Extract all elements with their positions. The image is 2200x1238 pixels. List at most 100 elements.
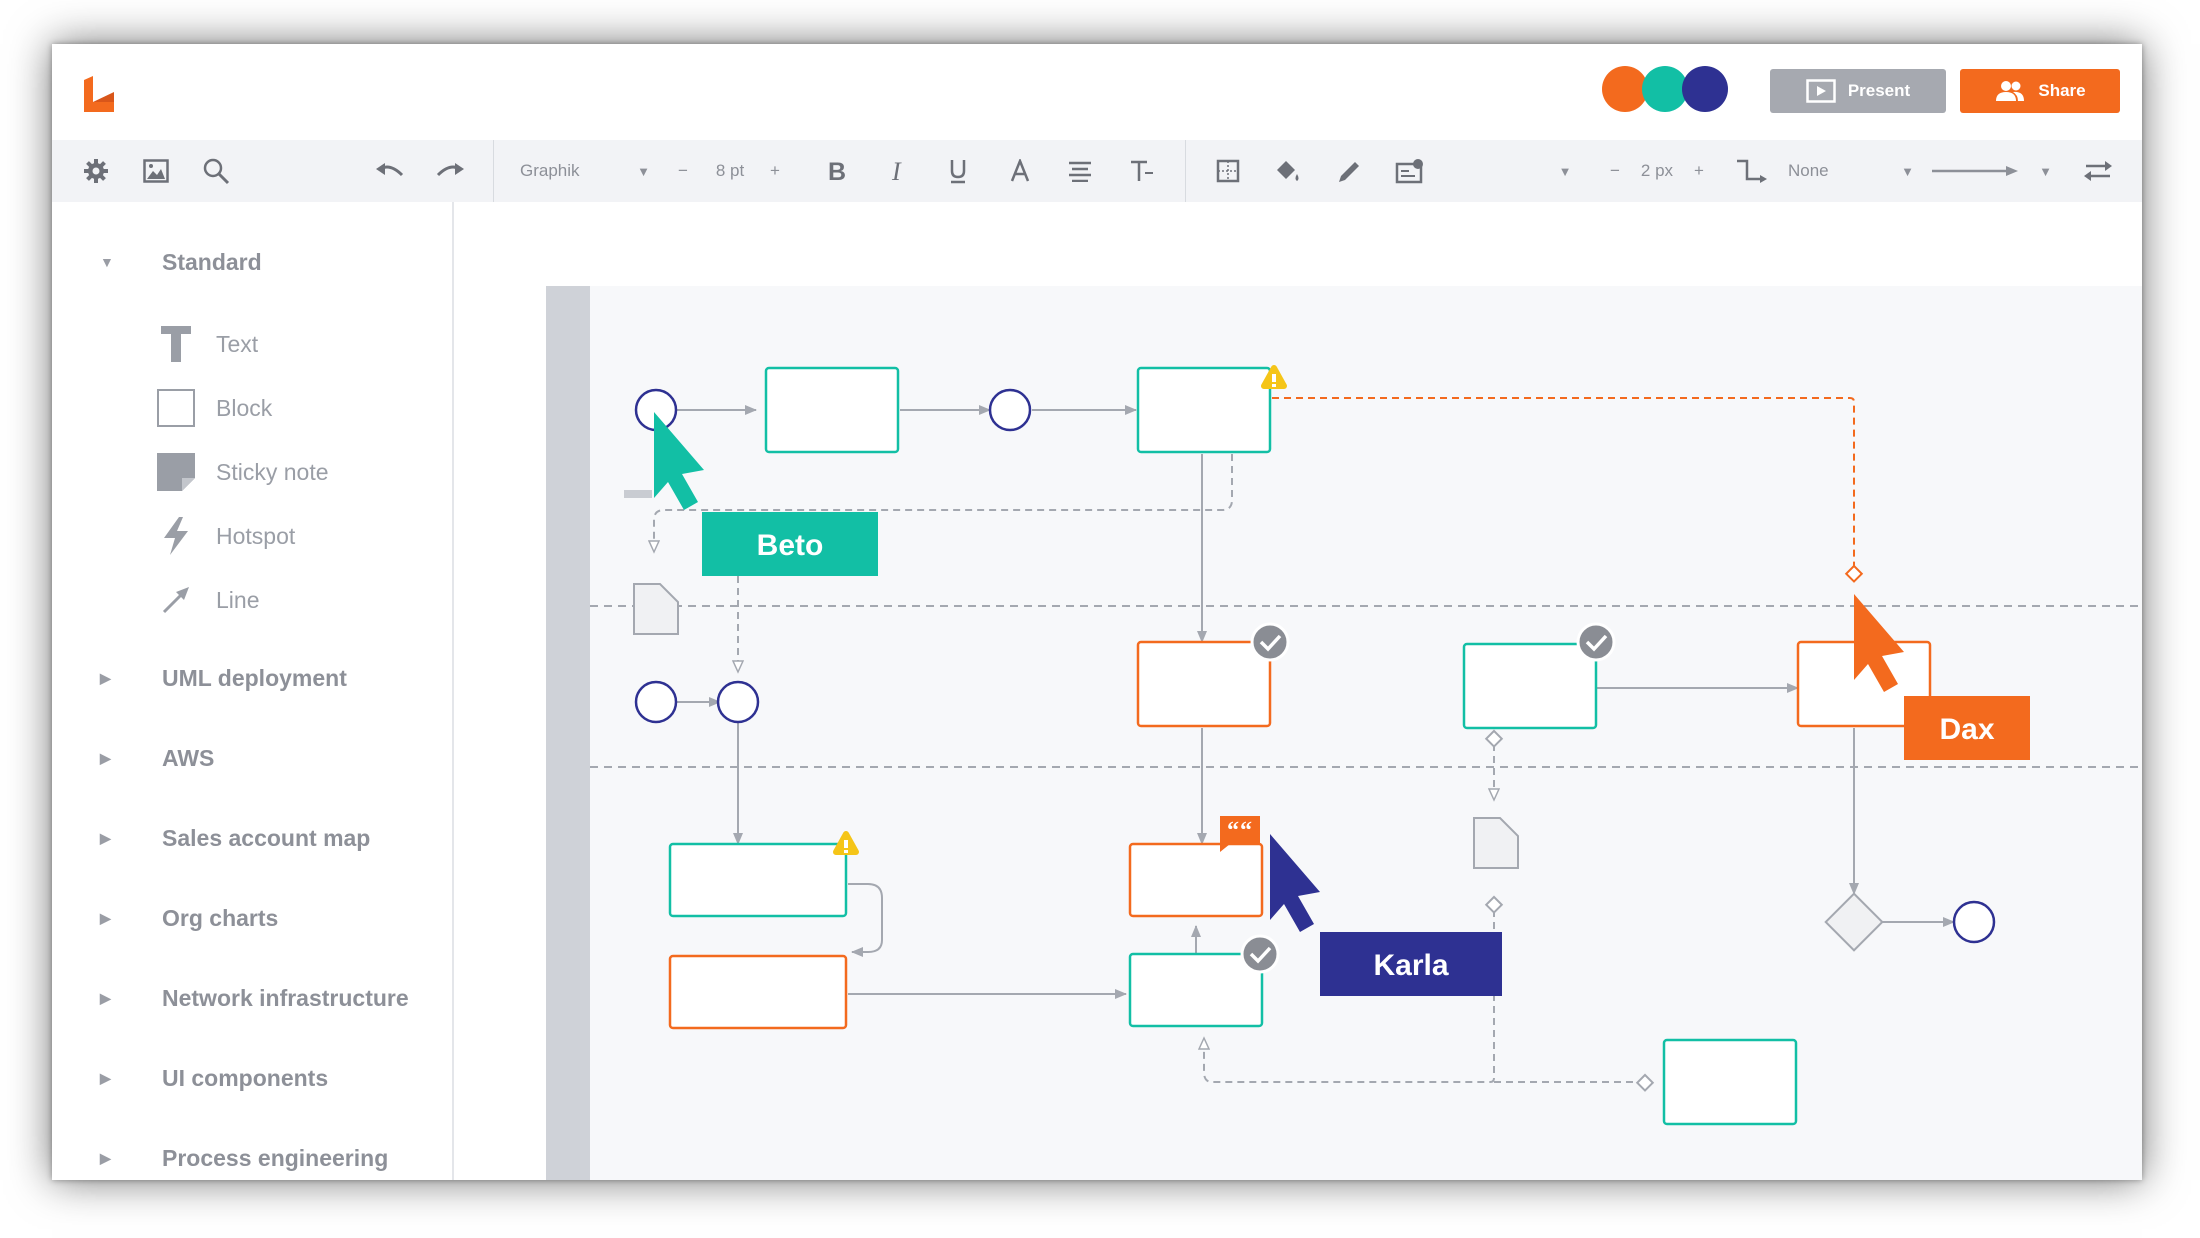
swap-button[interactable] — [2078, 140, 2118, 202]
gear-icon — [84, 159, 108, 183]
present-label: Present — [1847, 81, 1911, 100]
font-size-decrease[interactable]: − — [678, 161, 688, 180]
category-standard[interactable]: ▼ Standard — [100, 248, 262, 275]
connector[interactable] — [848, 883, 883, 957]
category-ui-components[interactable]: ▶UI components — [100, 1064, 329, 1091]
dashed-connector-orange[interactable] — [1272, 397, 1855, 568]
swap-icon — [2084, 161, 2112, 181]
chevron-down-icon: ▼ — [2039, 163, 2052, 179]
expand-icon: ▶ — [100, 1069, 111, 1086]
process-box[interactable] — [1128, 952, 1264, 1028]
settings-button[interactable] — [76, 140, 116, 202]
font-color-button[interactable] — [1000, 140, 1040, 202]
line-style-button[interactable] — [1732, 140, 1772, 202]
connector-diamond — [1844, 564, 1864, 583]
dashed-connector[interactable] — [654, 454, 1233, 552]
avatar-navy[interactable] — [1682, 66, 1728, 112]
text-options-button[interactable] — [1122, 140, 1162, 202]
sticky-note-icon — [156, 452, 196, 492]
process-box[interactable] — [1462, 642, 1598, 730]
svg-text:“: “ — [1227, 818, 1239, 844]
insert-image-button[interactable] — [136, 140, 176, 202]
shape-sticky-note[interactable]: Sticky note — [156, 452, 329, 492]
diagram[interactable]: “ “ Beto Karla Dax — [454, 202, 2142, 1180]
underline-button[interactable] — [938, 140, 978, 202]
check-icon — [1576, 622, 1616, 662]
font-family-select[interactable]: Graphik ▼ — [520, 140, 650, 202]
present-button[interactable]: Present — [1770, 69, 1946, 113]
process-box[interactable] — [764, 366, 900, 454]
bold-button[interactable]: B — [816, 140, 856, 202]
process-box[interactable] — [1136, 366, 1272, 454]
process-box[interactable] — [668, 842, 848, 918]
line-width-value[interactable]: 2 px — [1640, 161, 1674, 180]
shape-text[interactable]: Text — [156, 324, 258, 364]
process-box-orange[interactable] — [1136, 640, 1272, 728]
style-icon — [1395, 159, 1423, 184]
category-org-charts[interactable]: ▶Org charts — [100, 904, 279, 931]
event-circle[interactable] — [634, 680, 678, 724]
shape-line[interactable]: Line — [156, 580, 259, 620]
undo-button[interactable] — [370, 140, 410, 202]
border-button[interactable] — [1208, 140, 1248, 202]
italic-button[interactable]: I — [878, 140, 918, 202]
avatar-orange[interactable] — [1602, 66, 1648, 112]
avatar-teal[interactable] — [1642, 66, 1688, 112]
app-header: Present Share — [52, 44, 2142, 141]
dashed-connector[interactable] — [1204, 910, 1495, 1083]
line-width-increase[interactable]: + — [1694, 161, 1704, 180]
share-button[interactable]: Share — [1960, 69, 2120, 113]
document-shape[interactable] — [1473, 817, 1519, 869]
category-uml-deployment[interactable]: ▶UML deployment — [100, 664, 347, 691]
process-box[interactable] — [1662, 1038, 1798, 1126]
collaborator-name: Beto — [757, 529, 824, 562]
decision-diamond[interactable] — [1824, 892, 1884, 952]
category-aws[interactable]: ▶AWS — [100, 744, 215, 771]
event-circle[interactable] — [716, 680, 760, 724]
selection-handle — [624, 490, 652, 498]
present-icon — [1806, 79, 1836, 103]
expand-icon: ▶ — [100, 989, 111, 1006]
fill-icon — [1277, 161, 1299, 181]
pen-button[interactable] — [1330, 140, 1370, 202]
line-icon — [156, 580, 196, 620]
search-icon — [203, 158, 230, 185]
shape-hotspot[interactable]: Hotspot — [156, 516, 295, 556]
process-box-orange[interactable] — [668, 954, 848, 1030]
process-box-orange[interactable] — [1128, 842, 1264, 918]
chevron-down-icon: ▼ — [1558, 163, 1572, 179]
align-icon — [1069, 161, 1091, 182]
line-end-select[interactable]: None ▼ — [1788, 140, 1914, 202]
svg-text:I: I — [891, 159, 902, 183]
swimlane-header — [546, 286, 590, 1180]
people-icon — [1996, 81, 2025, 101]
style-button[interactable] — [1390, 140, 1430, 202]
document-shape[interactable] — [633, 583, 679, 635]
font-color-icon — [1010, 159, 1030, 182]
line-width-decrease[interactable]: − — [1610, 161, 1620, 180]
fill-button[interactable] — [1268, 140, 1308, 202]
collaborator-label-karla — [1320, 932, 1502, 996]
italic-icon: I — [891, 159, 902, 183]
canvas-area[interactable]: “ “ Beto Karla Dax — [454, 202, 2142, 1180]
text-icon — [156, 324, 196, 364]
lucid-logo — [84, 76, 114, 112]
arrow-style-select[interactable]: ▼ — [1932, 140, 2052, 202]
font-size-increase[interactable]: + — [770, 161, 780, 180]
search-button[interactable] — [196, 140, 236, 202]
border-icon — [1216, 159, 1240, 183]
collaborator-label-beto — [702, 512, 878, 576]
redo-button[interactable] — [430, 140, 470, 202]
category-process-engineering[interactable]: ▶Process engineering — [100, 1144, 389, 1171]
comment-icon[interactable]: “ “ — [1220, 816, 1260, 852]
collaborator-avatars[interactable] — [1602, 66, 1732, 112]
category-network-infrastructure[interactable]: ▶Network infrastructure — [100, 984, 409, 1011]
event-circle[interactable] — [988, 388, 1032, 432]
end-event[interactable] — [1952, 900, 1996, 944]
expand-icon: ▶ — [100, 669, 111, 686]
category-sales-account-map[interactable]: ▶Sales account map — [100, 824, 371, 851]
shape-block[interactable]: Block — [156, 388, 272, 428]
align-button[interactable] — [1060, 140, 1100, 202]
font-size-value[interactable]: 8 pt — [715, 161, 745, 180]
line-color-dropdown[interactable]: ▼ — [1552, 140, 1578, 202]
